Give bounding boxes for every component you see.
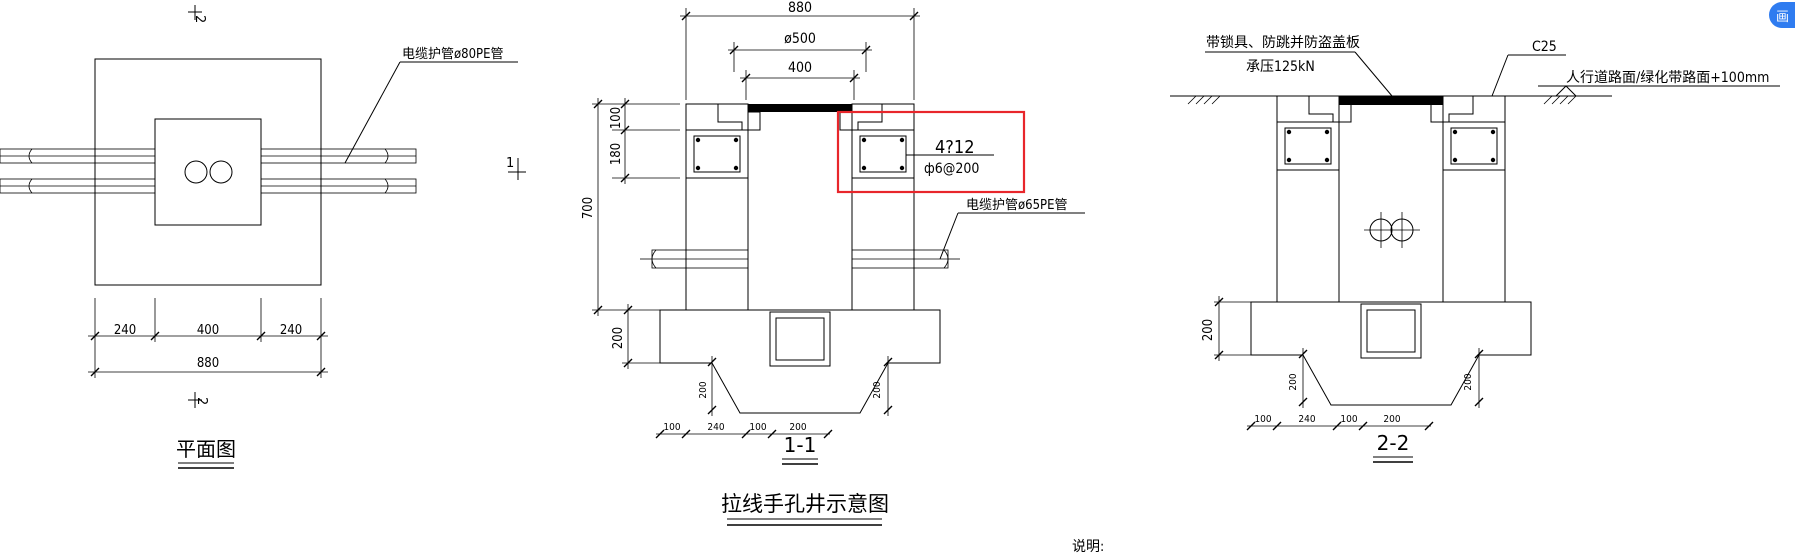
s11-bottom-dim: 200 [789,422,806,433]
plan-view: 2 电缆护管ø80PE管 [0,5,526,469]
s22-concrete-label: C25 [1532,39,1557,55]
s22-lid [1339,96,1443,105]
s11-collar-right [851,103,915,131]
s11-beam-left [685,129,749,179]
cable-hole [209,160,233,184]
s11-wall-left [685,103,749,311]
s11-dim-180: 180 [609,143,624,165]
s22-bottom-dim: 240 [1298,414,1315,425]
s22-bottom-dims: 100 240 100 200 [1246,414,1434,431]
section-mark-2-top: 2 [188,5,207,23]
floating-action-button[interactable]: 画 [1769,2,1795,28]
s22-road-label: 人行道路面/绿化带路面+100mm [1566,70,1769,86]
s22-side-200: 200 [1463,373,1474,390]
s22-left-dims: 200 [1201,296,1251,361]
plan-wall [94,58,322,286]
section-mark-text: 1 [506,156,514,171]
drawing-title: 拉线手孔井示意图 [721,492,889,516]
s11-collar-left [685,103,749,131]
section-mark-2-bottom: 2 [188,392,209,408]
s22-bottom-dim: 100 [1340,414,1357,425]
s11-dim-880: 880 [788,0,812,16]
s22-wall-right [1442,95,1506,303]
s22-cable-holes [1364,212,1420,248]
cable-hole [184,160,208,184]
s11-rebar [695,137,905,171]
s11-bottom-dim: 100 [749,422,766,433]
corner-button-glyph: 画 [1776,10,1790,25]
s22-base [1250,301,1532,406]
plan-dimensions: 240 400 240 880 [88,298,328,378]
plan-pipes-left [0,148,156,194]
s11-side-dims: 200 200 [698,356,893,416]
s22-side-dims: 200 200 [1288,348,1484,408]
s11-bottom-dims: 100 240 100 200 [655,422,833,439]
section-2-2: 带锁具、防跳并防盗盖板 承压125kN C25 人行道路面/绿化带路面+100m… [1170,35,1780,463]
s11-left-dims: 100 180 700 200 [581,98,680,369]
s11-side-200: 200 [698,381,709,398]
s11-bottom-dim: 100 [663,422,680,433]
section-mark-text: 2 [192,15,207,23]
s11-dim-100: 100 [609,107,624,129]
s11-dim-200: 200 [611,327,626,349]
s22-bottom-dim: 200 [1383,414,1400,425]
s22-side-200: 200 [1288,373,1299,390]
s11-top-dims: 880 ø500 400 [680,0,920,100]
s22-lid-load: 承压125kN [1246,59,1315,75]
s11-sump [769,311,831,367]
s22-bottom-dim: 100 [1254,414,1271,425]
plan-title: 平面图 [176,437,236,461]
s11-base [659,309,941,414]
plan-pipes-right [260,148,417,194]
s11-lid [748,104,852,112]
section-mark-1: 1 [506,156,526,180]
s11-title: 1-1 [784,433,817,457]
s11-beam-right [851,129,915,179]
s22-title: 2-2 [1377,431,1410,455]
highlight-box [836,110,1026,194]
plan-dim: 240 [114,323,136,338]
s11-dim-400: 400 [788,60,812,76]
s11-side-200: 200 [872,381,883,398]
plan-dim: 240 [280,323,302,338]
s22-lid-label: 带锁具、防跳并防盗盖板 [1206,35,1360,51]
plan-dim-total: 880 [197,356,219,371]
s11-pipe [640,249,960,269]
section-1-1: 880 ø500 400 [581,0,1085,465]
s11-rebar-stirrup: ф6@200 [924,161,979,177]
s22-beam-right [1442,121,1506,171]
s11-bottom-dim: 240 [707,422,724,433]
plan-opening [154,118,262,226]
s11-pipe-label: 电缆护管ø65PE管 [966,197,1067,213]
notes-label: 说明: [1072,539,1104,555]
s22-dim-200: 200 [1201,319,1216,341]
s11-wall-right [851,103,915,311]
s22-rebar [1286,129,1496,163]
s22-wall-left [1276,95,1340,303]
s11-dim-lid: ø500 [784,31,816,47]
s11-dim-700: 700 [581,197,596,219]
plan-dim: 400 [197,323,219,338]
s11-rebar-main: 4?12 [935,137,975,158]
plan-pipe-label: 电缆护管ø80PE管 [402,46,503,62]
s22-beam-left [1276,121,1340,171]
section-mark-text: 2 [194,397,209,405]
